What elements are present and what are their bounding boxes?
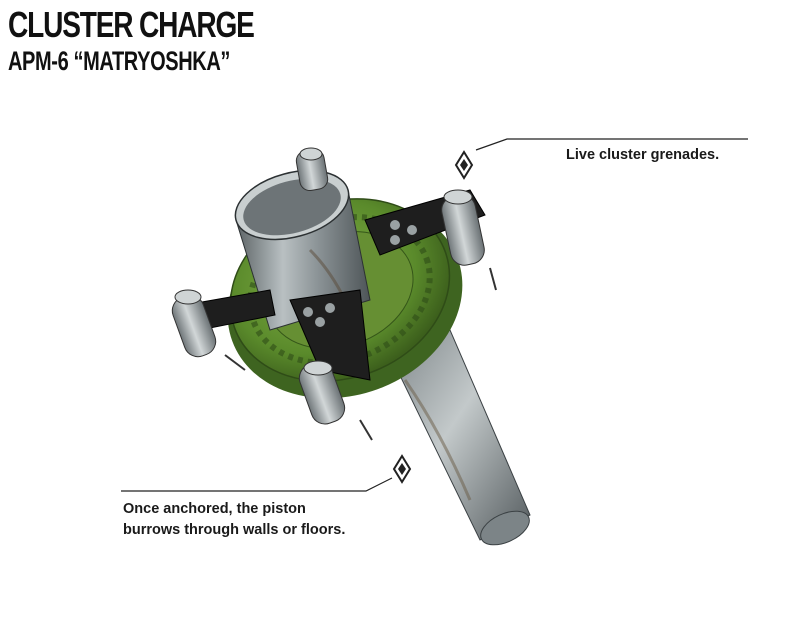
diamond-marker-icon	[454, 150, 474, 180]
cluster-grenade	[441, 189, 497, 291]
cluster-grenade	[298, 360, 373, 441]
cluster-grenade	[171, 289, 246, 371]
page-subtitle: APM-6 “MATRYOSHKA”	[8, 46, 230, 76]
callout-grenades: Live cluster grenades.	[566, 147, 720, 163]
cluster-grenade	[295, 147, 329, 192]
callout-leader-bottom	[121, 477, 393, 492]
callout-piston: Once anchored, the piston burrows throug…	[123, 501, 346, 538]
page-title: CLUSTER CHARGE	[8, 4, 255, 45]
callout-leader-top	[475, 138, 748, 151]
diamond-marker-icon	[392, 454, 412, 484]
